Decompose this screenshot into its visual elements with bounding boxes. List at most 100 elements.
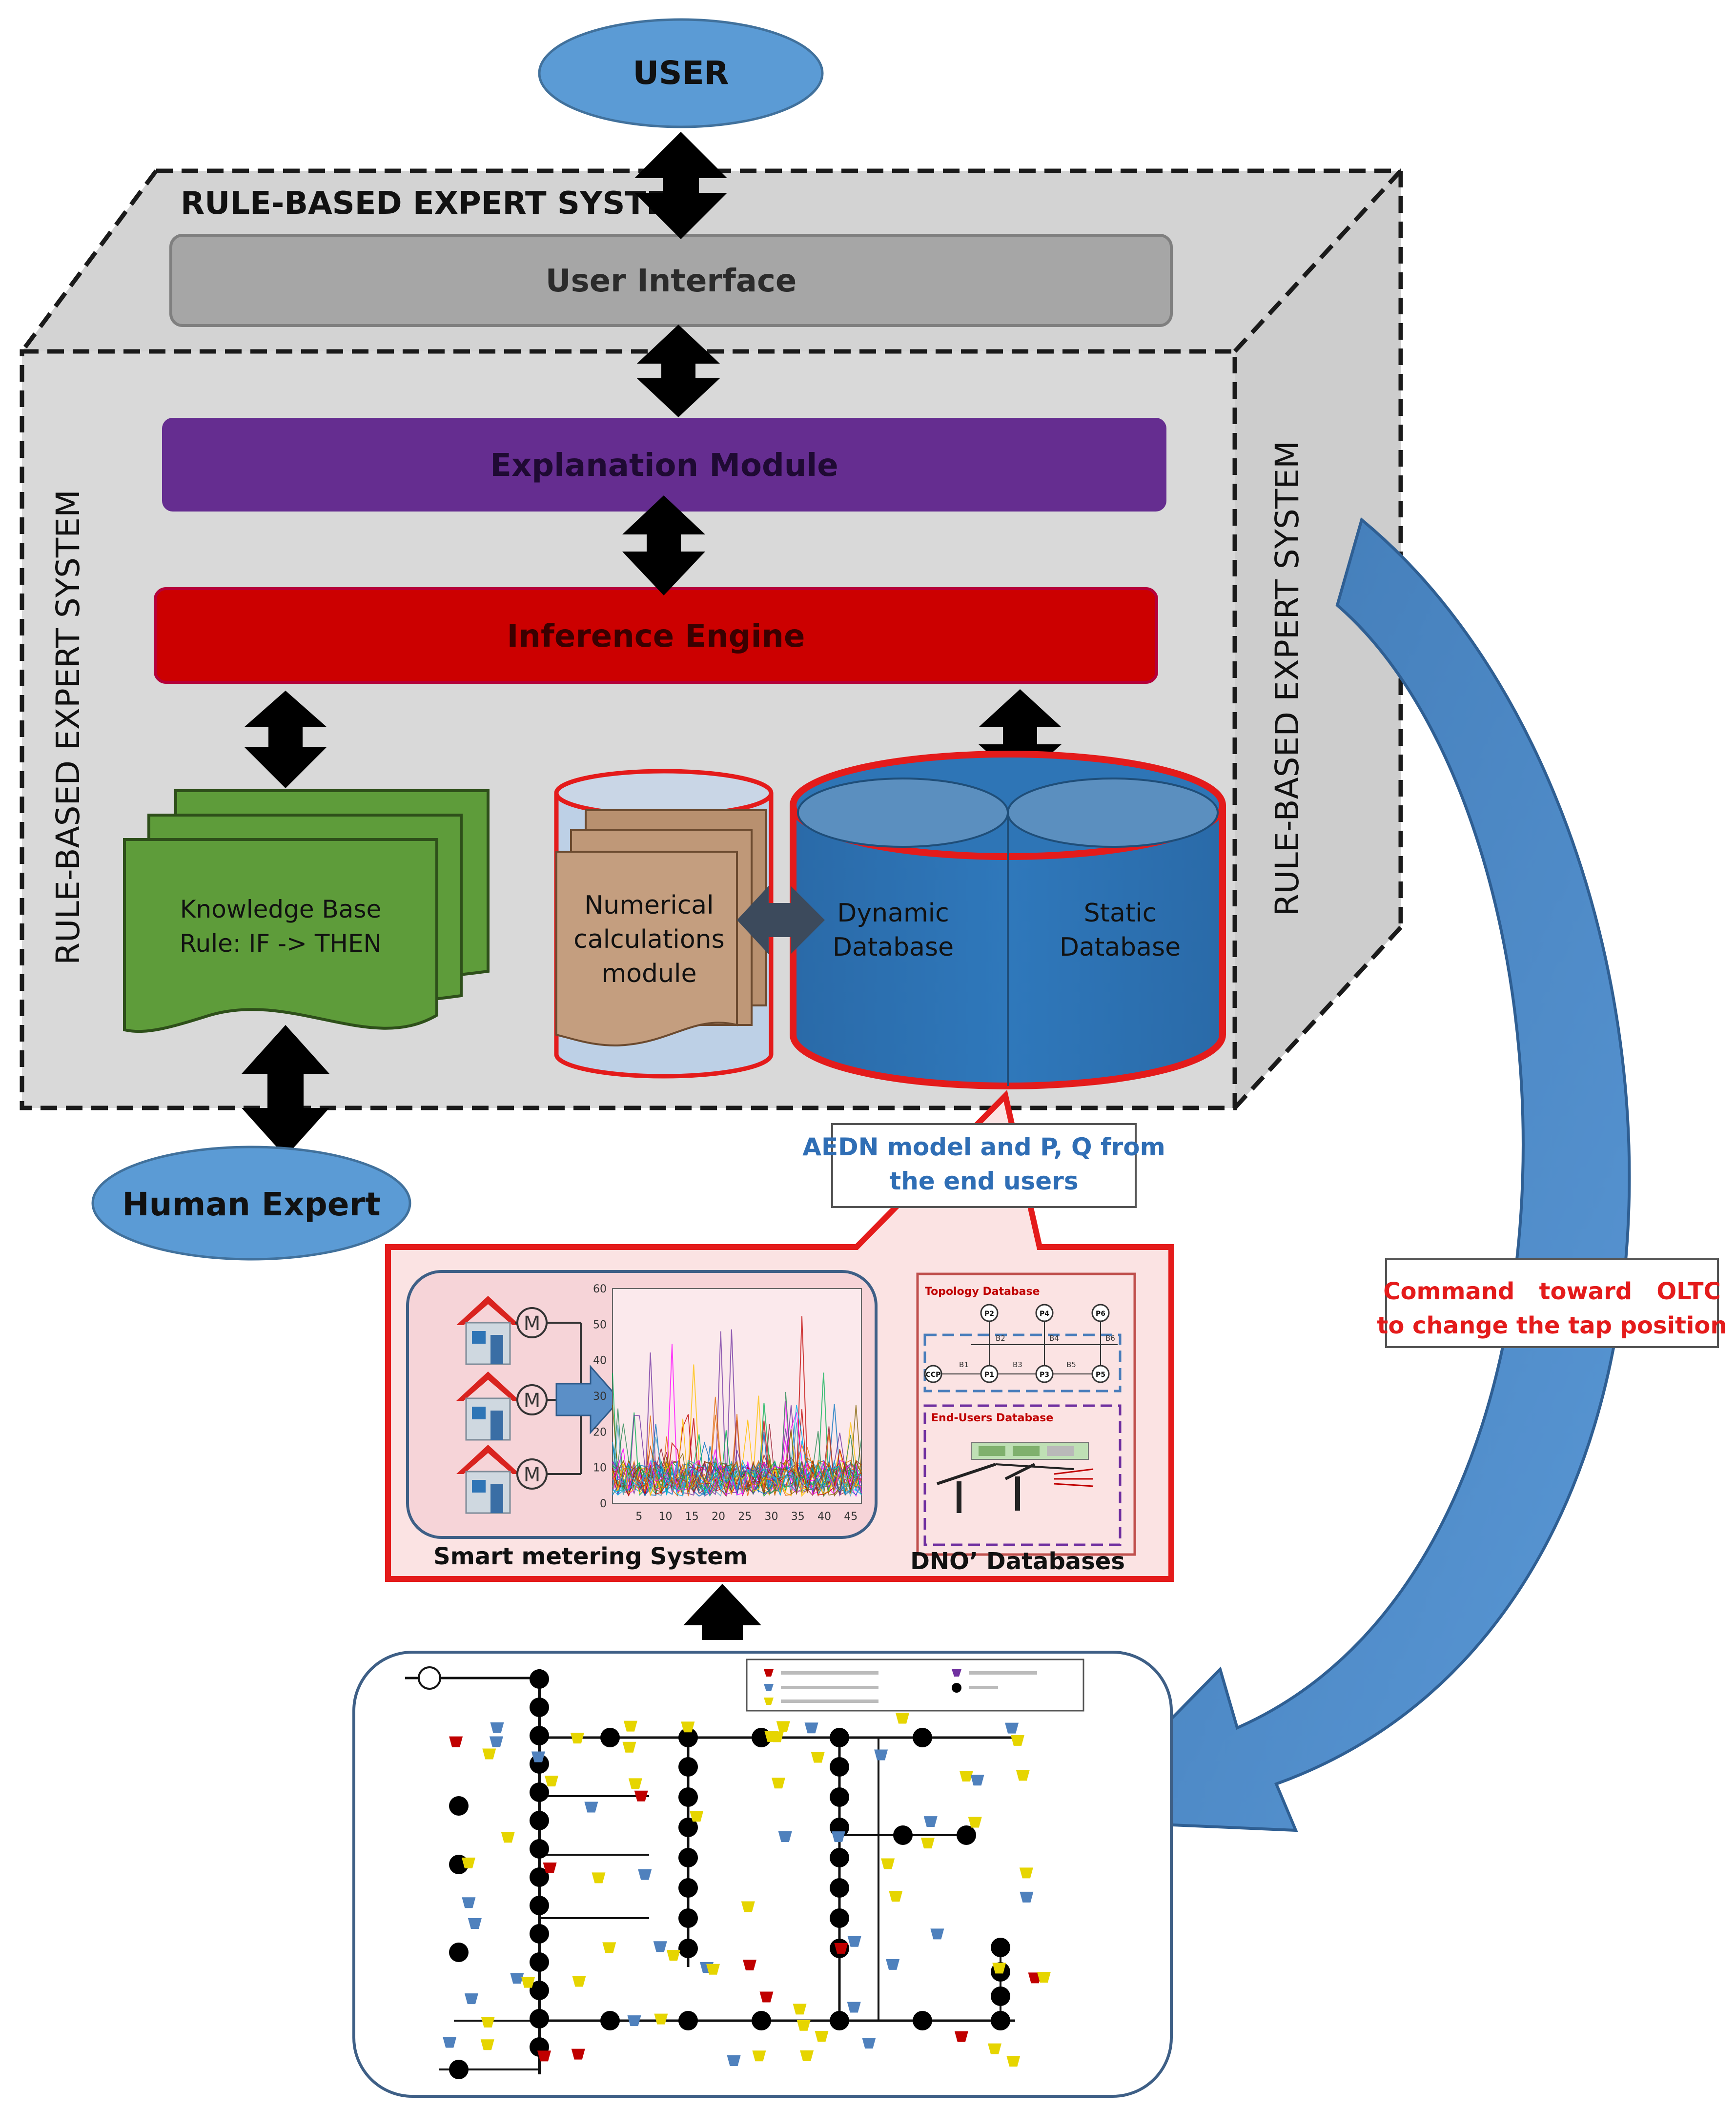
network-load-node — [1020, 1891, 1034, 1903]
knowledge-base[interactable] — [123, 789, 490, 1033]
network-load-node — [752, 2050, 766, 2062]
network-load-node — [968, 1817, 982, 1828]
human-expert-ellipse[interactable] — [91, 1146, 411, 1261]
network-bus-node — [530, 1896, 549, 1915]
network-load-node — [811, 1752, 825, 1763]
network-bus-node — [530, 1726, 549, 1745]
smart-metering-caption: Smart metering System — [433, 1543, 748, 1570]
network-load-node — [543, 1863, 557, 1874]
network-load-node — [815, 2031, 829, 2042]
database-cylinder[interactable] — [790, 751, 1226, 1089]
distribution-network-panel — [352, 1651, 1173, 2098]
network-bus-node — [678, 1939, 698, 1958]
load-trace — [612, 1430, 862, 1494]
network-bus-node — [530, 1811, 549, 1830]
network-bus-node — [600, 2011, 620, 2030]
arrow-ui-to-explanation — [637, 325, 720, 417]
network-load-node — [537, 2050, 551, 2062]
network-load-node — [930, 1928, 944, 1940]
network-bus-node — [957, 1825, 976, 1845]
inference-engine-bar[interactable] — [154, 587, 1158, 684]
arrow-numerical-to-database — [737, 886, 825, 954]
user-ellipse[interactable] — [538, 18, 824, 128]
network-bus-node — [830, 1878, 849, 1898]
bus-label: B4 — [1049, 1334, 1059, 1343]
network-bus-node — [530, 1782, 549, 1802]
network-bus-node — [449, 1796, 469, 1816]
network-bus-node — [530, 1924, 549, 1944]
network-load-node — [653, 1941, 667, 1952]
meter-label: M — [524, 1390, 541, 1412]
aedn-note-box — [831, 1123, 1137, 1208]
numerical-module-line3: module — [602, 959, 697, 988]
topology-node-label: P5 — [1096, 1371, 1105, 1379]
network-bus-node — [678, 1787, 698, 1807]
plot-y-tick-label: 50 — [593, 1319, 607, 1331]
network-load-node — [622, 1741, 636, 1753]
network-bus-node — [830, 1908, 849, 1928]
load-trace — [612, 1429, 862, 1496]
network-load-node — [743, 1960, 757, 1971]
network-load-node — [501, 1832, 515, 1843]
network-legend — [746, 1659, 1084, 1712]
arrow-user-to-ui — [634, 132, 727, 239]
plot-x-tick-label: 5 — [635, 1511, 642, 1523]
network-bus-node — [678, 1757, 698, 1777]
command-note-line1: Command toward OLTC — [1383, 1278, 1721, 1305]
network-bus-node — [678, 1818, 698, 1837]
network-load-node — [770, 1731, 784, 1742]
network-bus-node — [600, 1728, 620, 1747]
network-load-node — [464, 1993, 478, 2005]
network-load-node — [886, 1959, 900, 1970]
network-load-node — [831, 1831, 845, 1843]
bus-label: B3 — [1013, 1360, 1022, 1369]
load-trace — [612, 1412, 862, 1496]
plot-y-tick-label: 20 — [593, 1426, 607, 1438]
plot-x-tick-label: 15 — [685, 1511, 699, 1523]
numerical-module-line1: Numerical — [584, 891, 714, 920]
network-load-node — [1010, 1735, 1024, 1746]
network-load-node — [510, 1973, 524, 1984]
network-load-node — [896, 1713, 910, 1724]
network-load-node — [627, 2015, 641, 2027]
arrow-metering-up — [683, 1584, 761, 1640]
network-load-node — [923, 1816, 938, 1827]
topology-db-box — [923, 1333, 1122, 1392]
load-profile-plot — [612, 1288, 862, 1504]
network-bus-node — [830, 1757, 849, 1777]
bus-label: B2 — [996, 1334, 1005, 1343]
network-bus-node — [449, 2060, 469, 2079]
network-bus-node — [530, 1952, 549, 1972]
bus-label: B5 — [1066, 1360, 1076, 1369]
topology-node-label: P3 — [1040, 1371, 1049, 1379]
network-bus-node — [830, 1848, 849, 1867]
numerical-module[interactable] — [554, 769, 774, 1079]
arrow-knowledge-to-human-expert — [242, 1025, 329, 1157]
topology-node — [1035, 1304, 1054, 1322]
network-load-node — [628, 1778, 642, 1789]
user-interface-bar[interactable] — [169, 234, 1173, 327]
network-load-node — [461, 1857, 475, 1868]
bus-label: B1 — [959, 1360, 969, 1369]
network-load-node — [847, 1936, 861, 1947]
topology-node-label: P1 — [984, 1371, 994, 1379]
plot-x-tick-label: 25 — [738, 1511, 752, 1523]
command-curved-arrow — [1068, 517, 1631, 1832]
network-bus-node — [530, 1981, 549, 2000]
network-load-node — [544, 1776, 558, 1787]
network-load-node — [1016, 1770, 1030, 1781]
topology-node — [924, 1365, 942, 1383]
network-load-node — [800, 2050, 814, 2061]
plot-x-tick-label: 35 — [791, 1511, 805, 1523]
network-load-node — [468, 1918, 482, 1929]
network-bus-node — [530, 1669, 549, 1689]
explanation-module-bar[interactable] — [162, 418, 1166, 512]
load-trace — [612, 1396, 862, 1496]
network-load-node — [654, 2013, 668, 2025]
network-bus-node — [830, 2011, 849, 2030]
numerical-module-line2: calculations — [573, 925, 724, 954]
network-load-node — [970, 1775, 984, 1786]
network-load-node — [443, 2037, 457, 2048]
plot-y-tick-label: 40 — [593, 1355, 607, 1367]
